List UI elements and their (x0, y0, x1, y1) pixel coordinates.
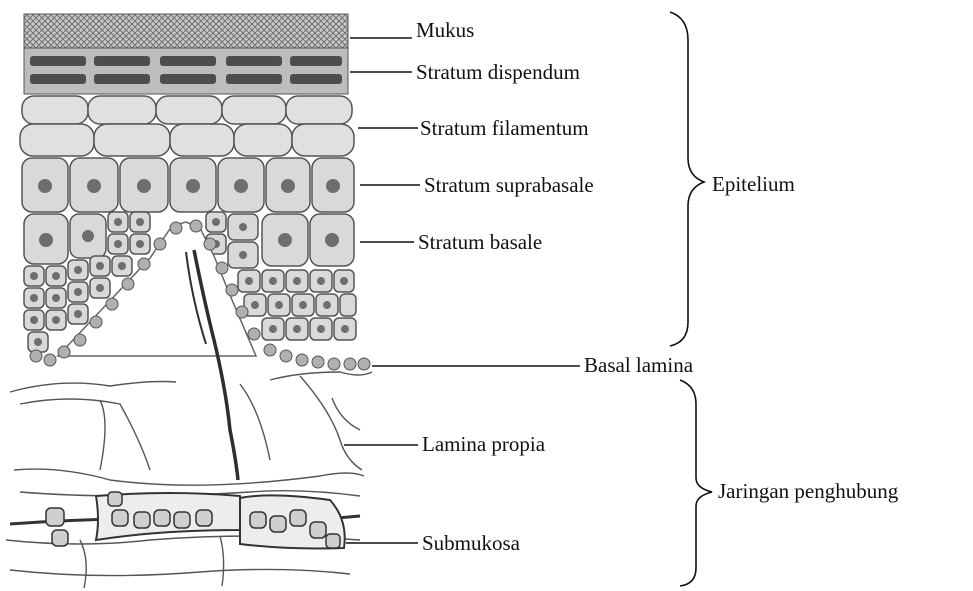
lamina-propia-label: Lamina propia (422, 432, 545, 456)
epitelium-brace (670, 12, 704, 346)
leader-lines (344, 38, 580, 543)
basal-lamina-label: Basal lamina (584, 353, 693, 377)
stratum-basale-label: Stratum basale (418, 230, 542, 254)
mucus-layer (24, 14, 348, 48)
submucosa-structures (10, 492, 360, 549)
stratum-dispendum-layer (24, 48, 348, 94)
stratum-filamentum-label: Stratum filamentum (420, 116, 589, 140)
submukosa-label: Submukosa (422, 531, 520, 555)
stratum-dispendum-label: Stratum dispendum (416, 60, 580, 84)
jaringan-penghubung-group-label: Jaringan penghubung (718, 479, 898, 503)
stratum-suprabasale-layer (22, 158, 354, 212)
stratum-filamentum-layer (20, 96, 354, 156)
epitelium-group-label: Epitelium (712, 172, 795, 196)
jaringan-penghubung-brace (680, 380, 712, 586)
mukus-label: Mukus (416, 18, 474, 42)
stratum-suprabasale-label: Stratum suprabasale (424, 173, 594, 197)
lamina-propria-fibers (6, 372, 372, 588)
